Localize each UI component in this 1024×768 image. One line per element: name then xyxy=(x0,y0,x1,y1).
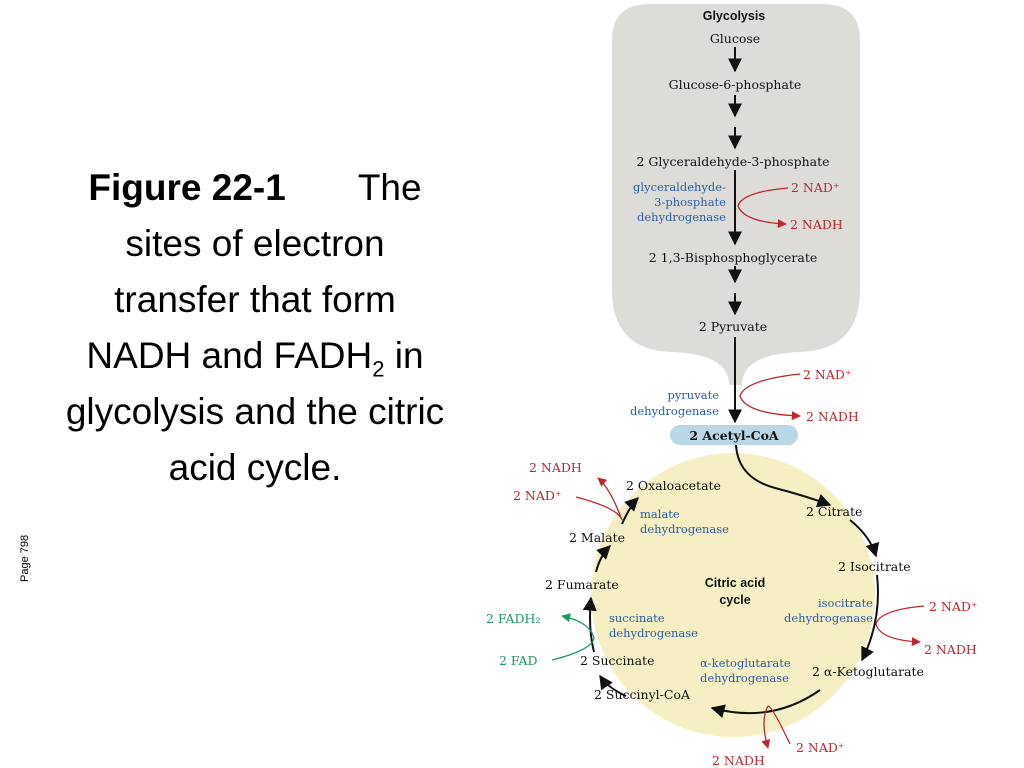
akgdh-nadh-label: 2 NADH xyxy=(712,753,765,768)
idh-nad-arrow xyxy=(875,605,925,647)
akgdh-nad-arrow xyxy=(761,705,791,749)
gapdh-nadh-label: 2 NADH xyxy=(790,217,843,232)
sdh-fad-arrow xyxy=(551,613,595,661)
figure-caption: Figure 22-1 The sites of electron transfe… xyxy=(20,160,490,490)
bpg-label: 2 1,3-Bisphosphoglycerate xyxy=(649,250,818,265)
succinate-label: 2 Succinate xyxy=(580,653,654,668)
sdh-enzyme-line-2: dehydrogenase xyxy=(609,626,698,640)
cycle-title-line-2: cycle xyxy=(719,593,750,607)
oxaloacetate-label: 2 Oxaloacetate xyxy=(626,478,721,493)
acetyl-coa-pill xyxy=(670,425,798,445)
akg-label: 2 α-Ketoglutarate xyxy=(812,664,924,679)
pdh-nad-label: 2 NAD⁺ xyxy=(803,367,852,382)
pdh-enzyme-line-1: pyruvate xyxy=(667,388,719,402)
caption-line-4: NADH and FADH2 in xyxy=(20,328,490,384)
idh-nad-label: 2 NAD⁺ xyxy=(929,599,978,614)
sdh-enzyme-line-1: succinate xyxy=(609,611,665,625)
gapdh-nad-label: 2 NAD⁺ xyxy=(791,180,840,195)
fumarate-label: 2 Fumarate xyxy=(545,577,619,592)
idh-enzyme-line-1: isocitrate xyxy=(818,596,873,610)
caption-line-6: acid cycle. xyxy=(168,447,342,488)
pyruvate-label: 2 Pyruvate xyxy=(699,319,767,334)
acetyl-entry-arrow xyxy=(735,444,832,508)
malate-label: 2 Malate xyxy=(569,530,625,545)
akgdh-nad-label: 2 NAD⁺ xyxy=(796,740,845,755)
caption-line-4a: NADH and FADH xyxy=(86,335,373,376)
caption-line-5: glycolysis and the citric xyxy=(65,391,445,432)
mdh-enzyme-line-2: dehydrogenase xyxy=(640,522,729,536)
succinyl-coa-label: 2 Succinyl-CoA xyxy=(594,687,691,702)
gap-label: 2 Glyceraldehyde-3-phosphate xyxy=(636,154,829,169)
citrate-label: 2 Citrate xyxy=(806,504,862,519)
sdh-fad-label: 2 FAD xyxy=(499,653,538,668)
figure-label: Figure 22-1 xyxy=(88,167,286,208)
glucose-label: Glucose xyxy=(710,31,760,46)
g6p-label: Glucose-6-phosphate xyxy=(669,77,802,92)
cycle-ring-arrows xyxy=(582,497,880,719)
caption-line-1-rest: The xyxy=(357,167,422,208)
caption-line-1: Figure 22-1 The xyxy=(20,160,490,216)
gapdh-nad-arrow xyxy=(737,187,789,229)
mdh-enzyme-line-1: malate xyxy=(640,507,680,521)
sdh-fadh2-label: 2 FADH₂ xyxy=(486,611,540,626)
pdh-nad-arrow xyxy=(739,373,801,421)
caption-line-3: transfer that form xyxy=(114,279,396,320)
mdh-nad-arrow xyxy=(575,477,623,521)
pdh-nadh-label: 2 NADH xyxy=(806,409,859,424)
gapdh-enzyme-line-1: glyceraldehyde- xyxy=(633,180,726,194)
citric-acid-cycle-disc xyxy=(591,453,875,737)
caption-subscript: 2 xyxy=(372,356,385,382)
idh-nadh-label: 2 NADH xyxy=(924,642,977,657)
caption-line-2: sites of electron xyxy=(125,223,385,264)
gapdh-enzyme-line-2: 3-phosphate xyxy=(654,195,726,209)
isocitrate-label: 2 Isocitrate xyxy=(838,559,911,574)
mdh-nad-label: 2 NAD⁺ xyxy=(513,488,562,503)
cycle-title-line-1: Citric acid xyxy=(705,576,765,590)
glycolysis-title: Glycolysis xyxy=(703,9,766,23)
acetyl-coa-label: 2 Acetyl-CoA xyxy=(689,428,779,443)
gapdh-enzyme-line-3: dehydrogenase xyxy=(637,210,726,224)
mdh-nadh-label: 2 NADH xyxy=(529,460,582,475)
pdh-enzyme-line-2: dehydrogenase xyxy=(630,404,719,418)
idh-enzyme-line-2: dehydrogenase xyxy=(784,611,873,625)
caption-line-4b: in xyxy=(384,335,424,376)
akgdh-enzyme-line-1: α-ketoglutarate xyxy=(700,656,791,670)
akgdh-enzyme-line-2: dehydrogenase xyxy=(700,671,789,685)
